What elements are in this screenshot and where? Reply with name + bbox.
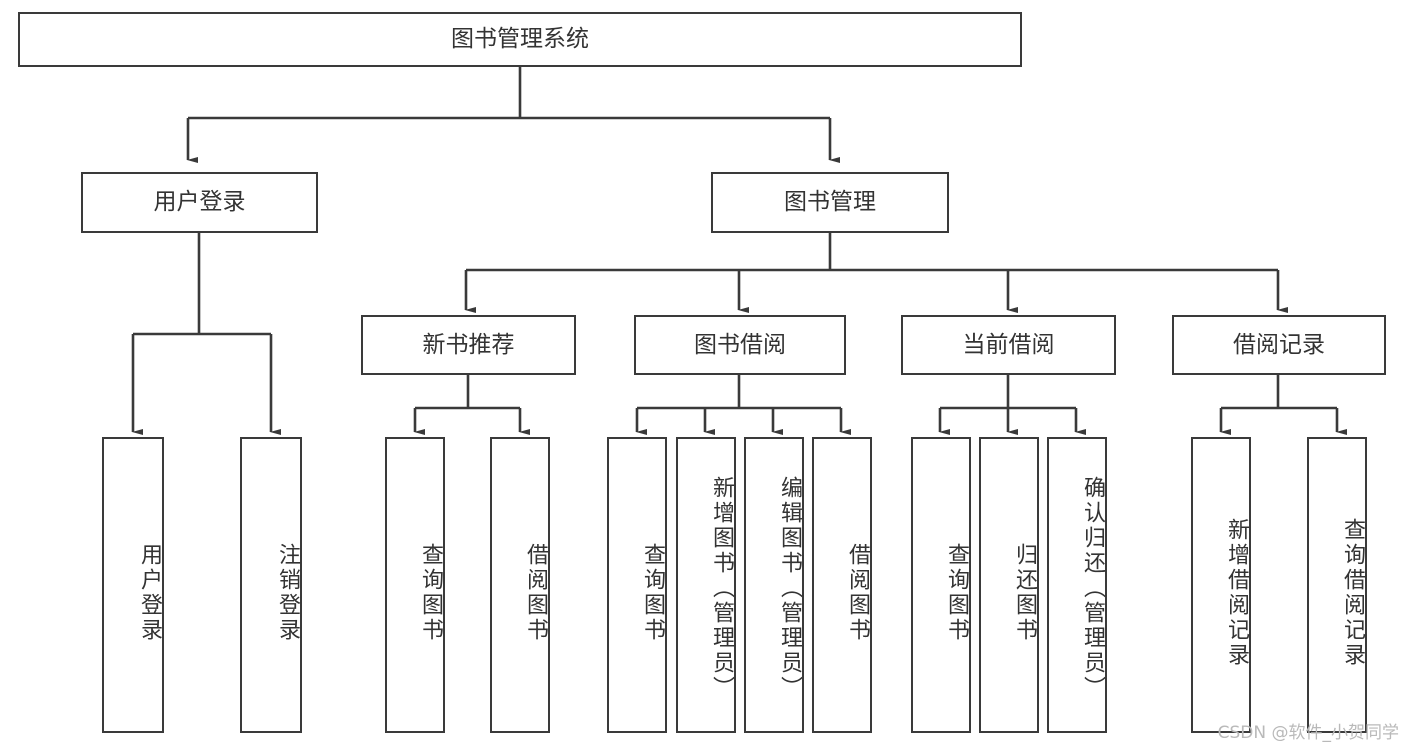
leaf-query-record-label: 查询借阅记录	[1340, 518, 1365, 668]
node-borrow-record-label: 借阅记录	[1233, 331, 1325, 358]
leaf-confirm-return[interactable]: 确认归还（管理员）	[1047, 437, 1107, 733]
leaf-borrow-book-2-label: 借阅图书	[845, 543, 870, 643]
node-current-borrow-label: 当前借阅	[962, 331, 1055, 358]
node-current-borrow[interactable]: 当前借阅	[901, 315, 1116, 375]
node-book-borrow[interactable]: 图书借阅	[634, 315, 846, 375]
leaf-query-record[interactable]: 查询借阅记录	[1307, 437, 1367, 733]
leaf-confirm-return-label: 确认归还（管理员）	[1080, 475, 1105, 701]
leaf-user-login[interactable]: 用户登录	[102, 437, 164, 733]
node-root[interactable]: 图书管理系统	[18, 12, 1022, 67]
node-book-management[interactable]: 图书管理	[711, 172, 949, 233]
leaf-add-book[interactable]: 新增图书（管理员）	[676, 437, 736, 733]
leaf-logout-login-label: 注销登录	[275, 543, 300, 643]
node-book-borrow-label: 图书借阅	[694, 331, 786, 358]
leaf-edit-book-label: 编辑图书（管理员）	[777, 475, 802, 701]
leaf-add-book-label: 新增图书（管理员）	[709, 475, 734, 701]
leaf-add-record-label: 新增借阅记录	[1224, 518, 1249, 668]
node-root-label: 图书管理系统	[451, 26, 589, 53]
leaf-logout-login[interactable]: 注销登录	[240, 437, 302, 733]
leaf-borrow-book-1-label: 借阅图书	[523, 543, 548, 643]
node-borrow-record[interactable]: 借阅记录	[1172, 315, 1386, 375]
leaf-borrow-book-2[interactable]: 借阅图书	[812, 437, 872, 733]
leaf-edit-book[interactable]: 编辑图书（管理员）	[744, 437, 804, 733]
leaf-query-book-2-label: 查询图书	[640, 543, 665, 643]
node-user-login-label: 用户登录	[153, 189, 246, 216]
leaf-query-book-3-label: 查询图书	[944, 543, 969, 643]
leaf-borrow-book-1[interactable]: 借阅图书	[490, 437, 550, 733]
leaf-query-book-3[interactable]: 查询图书	[911, 437, 971, 733]
node-book-management-label: 图书管理	[784, 189, 876, 216]
leaf-return-book-label: 归还图书	[1012, 543, 1037, 643]
leaf-query-book-2[interactable]: 查询图书	[607, 437, 667, 733]
watermark: CSDN @软件_小贺同学	[1217, 723, 1399, 743]
leaf-query-book-1-label: 查询图书	[418, 543, 443, 643]
node-new-book-recommend[interactable]: 新书推荐	[361, 315, 576, 375]
node-new-book-recommend-label: 新书推荐	[422, 331, 515, 358]
leaf-user-login-label: 用户登录	[137, 543, 162, 643]
node-user-login[interactable]: 用户登录	[81, 172, 318, 233]
leaf-return-book[interactable]: 归还图书	[979, 437, 1039, 733]
leaf-query-book-1[interactable]: 查询图书	[385, 437, 445, 733]
leaf-add-record[interactable]: 新增借阅记录	[1191, 437, 1251, 733]
